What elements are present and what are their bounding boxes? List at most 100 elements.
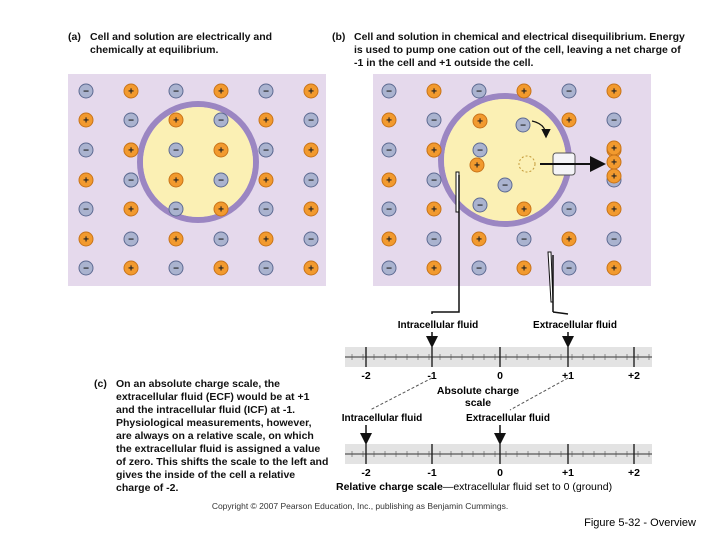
cation-ion	[213, 201, 229, 217]
cation-symbol: +	[386, 235, 392, 246]
shift-line-extracellular	[509, 377, 569, 411]
panel-a-label: (a)	[68, 31, 81, 43]
anion-ion	[258, 142, 274, 158]
anion-ion	[303, 112, 319, 128]
relative-intracellular-label: Intracellular fluid	[342, 413, 423, 424]
anion-ion	[303, 172, 319, 188]
cation-symbol: +	[128, 87, 134, 98]
cation-ion	[303, 142, 319, 158]
anion-symbol: −	[308, 176, 314, 187]
cation-ion	[606, 83, 622, 99]
panel-b-cell	[444, 99, 566, 221]
anion-symbol: −	[83, 87, 89, 98]
cation-symbol: +	[431, 205, 437, 216]
cation-symbol: +	[521, 87, 527, 98]
cation-symbol: +	[611, 87, 617, 98]
copyright: Copyright © 2007 Pearson Education, Inc.…	[212, 501, 508, 511]
anion-ion	[472, 142, 488, 158]
anion-ion	[168, 83, 184, 99]
anion-ion	[497, 177, 513, 193]
anion-symbol: −	[83, 264, 89, 275]
anion-ion	[123, 231, 139, 247]
cation-ion	[561, 231, 577, 247]
relative-extracellular-label: Extracellular fluid	[466, 413, 550, 424]
anion-symbol: −	[476, 264, 482, 275]
anion-ion	[213, 172, 229, 188]
cation-ion	[471, 231, 487, 247]
tick-label: -1	[427, 467, 436, 479]
cation-symbol: +	[173, 235, 179, 246]
ion-movement-arrow	[531, 120, 551, 139]
anion-ion	[78, 83, 94, 99]
anion-symbol: −	[308, 116, 314, 127]
anion-symbol: −	[263, 205, 269, 216]
relative-scale-caption: Relative charge scale—extracellular flui…	[336, 481, 612, 493]
anion-symbol: −	[263, 146, 269, 157]
cation-ion	[516, 201, 532, 217]
anion-symbol: −	[218, 235, 224, 246]
cation-ion	[123, 142, 139, 158]
tick-label: 0	[497, 467, 503, 479]
anion-symbol: −	[611, 235, 617, 246]
panel-a-caption: (a) Cell and solution are electrically a…	[68, 31, 308, 57]
panel-b-ions: −+−+−++−+−−+++−−−+−++−+−+−−+−+−++−−+−−++…	[381, 83, 622, 276]
anion-symbol: −	[128, 116, 134, 127]
anion-symbol: −	[566, 264, 572, 275]
panel-c-text: On an absolute charge scale, the extrace…	[116, 378, 329, 494]
tick-label: +1	[562, 370, 574, 382]
cation-ion	[381, 172, 397, 188]
panel-b-text: Cell and solution in chemical and electr…	[354, 31, 685, 69]
cation-ion	[258, 172, 274, 188]
anion-symbol: −	[611, 116, 617, 127]
cation-ion	[78, 231, 94, 247]
anion-ion	[213, 112, 229, 128]
anion-ion	[381, 260, 397, 276]
anion-symbol: −	[263, 87, 269, 98]
anion-ion	[426, 231, 442, 247]
anion-ion	[258, 83, 274, 99]
cation-symbol: +	[566, 235, 572, 246]
anion-ion	[123, 172, 139, 188]
cation-ion	[258, 112, 274, 128]
cation-symbol: +	[308, 87, 314, 98]
anion-symbol: −	[173, 205, 179, 216]
anion-ion	[168, 142, 184, 158]
cation-ion	[258, 231, 274, 247]
cation-symbol: +	[83, 116, 89, 127]
anion-symbol: −	[218, 176, 224, 187]
cation-ion	[472, 113, 488, 129]
cation-ion	[426, 83, 442, 99]
relative-scale-title: Relative charge scale	[336, 481, 443, 493]
anion-symbol: −	[477, 146, 483, 157]
anion-symbol: −	[386, 87, 392, 98]
cation-symbol: +	[218, 87, 224, 98]
anion-symbol: −	[386, 205, 392, 216]
anion-ion	[561, 83, 577, 99]
vacated-cation-site	[518, 155, 536, 173]
anion-ion	[168, 260, 184, 276]
anion-ion	[78, 142, 94, 158]
cation-ion	[426, 260, 442, 276]
cation-ion	[168, 172, 184, 188]
tick-label: -2	[361, 467, 370, 479]
cation-ion	[123, 260, 139, 276]
cation-symbol: +	[218, 205, 224, 216]
anion-symbol: −	[477, 201, 483, 212]
cation-symbol: +	[83, 235, 89, 246]
absolute-extracellular-label: Extracellular fluid	[533, 320, 617, 331]
tick-label: -2	[361, 370, 370, 382]
cation-ion	[426, 142, 442, 158]
shift-line-intracellular	[369, 377, 433, 411]
cation-ion	[516, 260, 532, 276]
cation-symbol: +	[218, 146, 224, 157]
cation-symbol: +	[263, 235, 269, 246]
cation-symbol: +	[308, 264, 314, 275]
cation-symbol: +	[611, 172, 617, 183]
tick-label: +2	[628, 467, 640, 479]
anion-ion	[213, 231, 229, 247]
cation-symbol: +	[474, 161, 480, 172]
cation-symbol: +	[386, 116, 392, 127]
